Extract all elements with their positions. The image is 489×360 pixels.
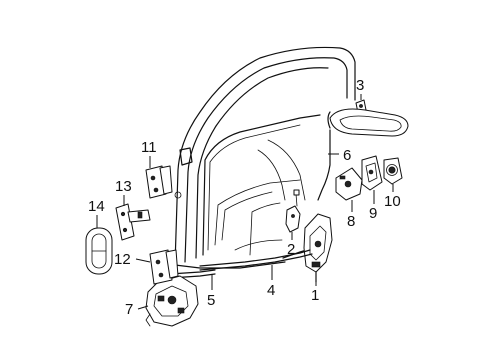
part-4-rod <box>199 249 313 271</box>
callout-labels: 1 2 3 4 5 6 7 8 9 10 11 12 13 14 <box>88 77 401 318</box>
callout-1: 1 <box>311 287 319 304</box>
callout-4: 4 <box>267 282 275 299</box>
callout-11: 11 <box>141 139 157 156</box>
part-8-striker <box>335 167 363 201</box>
callout-13: 13 <box>115 178 132 195</box>
callout-8: 8 <box>347 213 355 230</box>
callout-7: 7 <box>125 301 133 318</box>
callout-3: 3 <box>356 77 364 94</box>
callout-10: 10 <box>384 193 401 210</box>
part-7-actuator <box>145 275 199 327</box>
part-14-seal <box>85 227 113 275</box>
callout-12: 12 <box>114 251 131 268</box>
callout-6: 6 <box>343 147 351 164</box>
part-11-upper-hinge <box>145 165 173 199</box>
part-13-check-link <box>115 203 151 241</box>
part-outside-handle <box>317 108 409 201</box>
part-2-cylinder <box>285 189 301 233</box>
part-12-lower-hinge <box>149 249 179 285</box>
leader-lines <box>96 94 394 310</box>
callout-14: 14 <box>88 198 105 215</box>
door-frame <box>174 46 356 269</box>
part-9-bracket <box>361 155 383 191</box>
callout-9: 9 <box>369 205 377 222</box>
part-1-latch <box>303 213 333 283</box>
callout-2: 2 <box>287 241 295 258</box>
part-10-plate <box>383 157 403 185</box>
callout-5: 5 <box>207 292 215 309</box>
